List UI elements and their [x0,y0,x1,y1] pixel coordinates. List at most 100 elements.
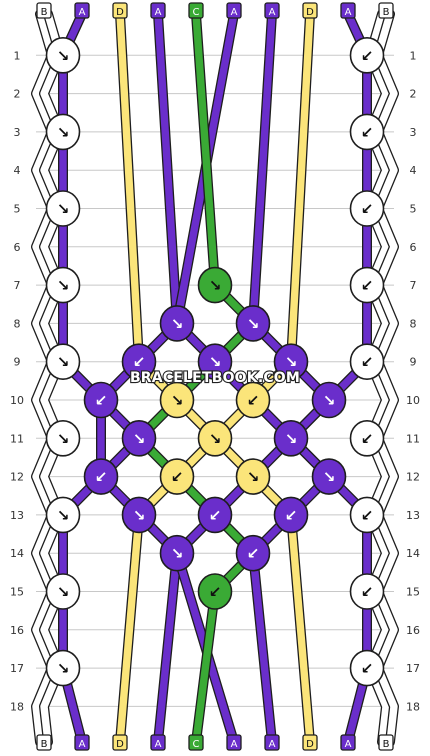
column-letter-text: A [155,739,162,750]
knot [197,496,233,534]
column-letter-text: B [383,7,390,18]
column-letter-text: A [345,739,352,750]
column-letter-tab [74,734,90,751]
knot-arrow-icon: ↙ [361,277,374,295]
column-letter-text: B [41,7,48,18]
column-letter-text: B [383,739,390,750]
column-letter-bottom: C [188,734,204,751]
knot [235,381,271,419]
row-number-left: 7 [14,279,21,292]
knot [349,496,385,534]
column-letter-tab [378,2,394,19]
column-letter-tab [340,2,356,19]
row-number-right: 3 [410,126,417,139]
column-letter-tab [378,734,394,751]
knot [235,534,271,572]
row-number-left: 2 [14,88,21,101]
row-number-left: 5 [14,203,21,216]
knot-arrow-icon: ↙ [361,353,374,371]
knot-arrow-icon: ↙ [133,353,146,371]
row-number-right: 4 [410,164,417,177]
column-letter-tab [188,2,204,19]
knot [273,419,309,457]
row-number-right: 11 [406,432,420,445]
row-number-right: 10 [406,394,420,407]
knot-arrow-icon: ↙ [361,583,374,601]
knot [45,419,81,457]
knot-arrow-icon: ↘ [57,123,70,141]
knot [349,343,385,381]
column-letter-text: B [41,739,48,750]
column-letter-tab [74,2,90,19]
knot [159,534,195,572]
knot [45,496,81,534]
column-letter-bottom: A [74,734,90,751]
column-letter-top: D [112,2,128,19]
knot [311,458,347,495]
row-number-right: 1 [410,49,417,62]
knot [197,573,233,610]
column-letter-tab [112,734,128,751]
knot-arrow-icon: ↘ [57,506,70,524]
column-letter-text: C [193,7,200,18]
knot-arrow-icon: ↙ [361,123,374,141]
knot [159,381,195,419]
knot-arrow-icon: ↙ [247,392,260,410]
knot-arrow-icon: ↘ [133,430,146,448]
column-letter-bottom: A [150,734,166,751]
column-letter-tab [302,734,318,751]
column-letter-text: D [306,7,314,18]
row-number-right: 16 [406,624,420,637]
knot [45,266,81,304]
knot [349,266,385,304]
row-number-right: 8 [410,317,417,330]
row-number-left: 9 [14,356,21,369]
row-number-left: 11 [10,432,24,445]
row-number-left: 4 [14,164,21,177]
knot [273,496,309,534]
row-number-left: 3 [14,126,21,139]
knot [235,458,271,495]
knot [349,190,385,227]
knot-arrow-icon: ↘ [285,353,298,371]
row-number-left: 12 [10,471,24,484]
knot [197,343,233,381]
row-number-right: 6 [410,241,417,254]
row-number-left: 18 [10,700,24,713]
knot-arrow-icon: ↙ [361,430,374,448]
row-number-right: 5 [410,203,417,216]
knot-arrow-icon: ↘ [209,353,222,371]
knot-arrow-icon: ↙ [361,660,374,678]
column-letter-text: A [155,7,162,18]
knot-arrow-icon: ↘ [57,200,70,218]
knot-arrow-icon: ↘ [323,392,336,410]
knot [45,36,81,74]
column-letter-tab [226,734,242,751]
knot-arrow-icon: ↘ [57,583,70,601]
column-letter-text: A [79,7,86,18]
knot-arrow-icon: ↘ [57,277,70,295]
column-letter-text: A [79,739,86,750]
knot [349,573,385,610]
row-number-right: 15 [406,586,420,599]
row-number-left: 13 [10,509,24,522]
column-letter-text: A [269,739,276,750]
knot [45,573,81,610]
column-letter-bottom: B [378,734,394,751]
knots: ↘↙↘↙↘↙↘↘↙↘↘↘↙↘↘↙↙↘↙↘↘↘↘↘↙↙↙↘↘↘↘↙↙↙↘↙↘↙↙↘… [45,36,385,687]
column-letter-top: A [264,2,280,19]
knot-arrow-icon: ↘ [209,277,222,295]
knot-arrow-icon: ↙ [209,583,222,601]
row-number-left: 15 [10,586,24,599]
knot [45,649,81,687]
column-letter-tab [226,2,242,19]
knot-arrow-icon: ↘ [57,47,70,65]
row-number-right: 12 [406,471,420,484]
column-letter-tab [112,2,128,19]
knot [83,458,119,495]
knot-arrow-icon: ↘ [57,430,70,448]
column-letter-bottom: A [226,734,242,751]
column-letter-text: D [306,739,314,750]
column-letter-text: A [231,739,238,750]
knot [45,343,81,381]
